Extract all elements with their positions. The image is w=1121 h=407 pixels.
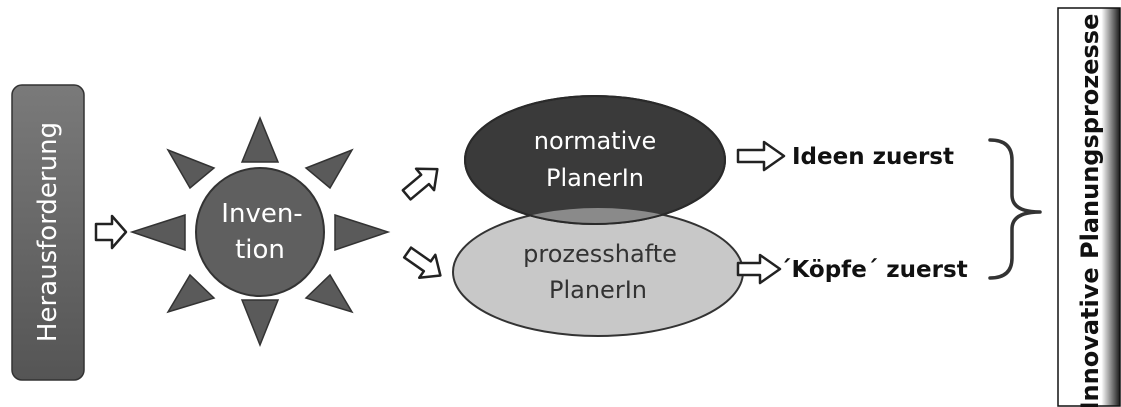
invention-label-line2: tion (235, 235, 285, 265)
sun-ray-bottom-left-icon (166, 273, 216, 314)
heads-first-label: ´Köpfe´ zuerst (780, 257, 968, 283)
curly-brace-icon (988, 138, 1042, 280)
invention-sun: Inven- tion (129, 116, 391, 348)
innovative-processes-box: Innovative Planungsprozesse (1057, 7, 1121, 407)
sun-ray-left-icon (129, 213, 186, 252)
process-label-line1: prozesshafte (523, 240, 677, 268)
challenge-box: Herausforderung (11, 84, 85, 381)
process-label-line2: PlanerIn (549, 276, 647, 304)
sun-ray-right-icon (334, 213, 391, 252)
normative-label-line2: PlanerIn (546, 164, 644, 192)
ideas-first-label: Ideen zuerst (792, 144, 954, 170)
arrow-up-right-icon (401, 167, 439, 201)
challenge-label: Herausforderung (33, 122, 63, 342)
invention-label-line1: Inven- (221, 199, 302, 229)
arrow-heads-icon (736, 253, 782, 285)
sun-ray-top-icon (240, 116, 280, 163)
invention-circle (195, 167, 325, 297)
arrow-down-right-icon (402, 246, 442, 280)
sun-ray-top-left-icon (166, 148, 216, 190)
arrow-to-invention-icon (94, 214, 128, 250)
normative-label-line1: normative (534, 127, 656, 155)
innovative-processes-label: Innovative Planungsprozesse (1076, 14, 1104, 407)
sun-ray-top-right-icon (304, 148, 354, 190)
process-planner-ellipse (452, 207, 744, 337)
sun-ray-bottom-right-icon (304, 273, 354, 314)
sun-ray-bottom-icon (240, 299, 280, 348)
arrow-ideas-icon (736, 140, 786, 172)
normative-planner-ellipse (464, 95, 726, 225)
